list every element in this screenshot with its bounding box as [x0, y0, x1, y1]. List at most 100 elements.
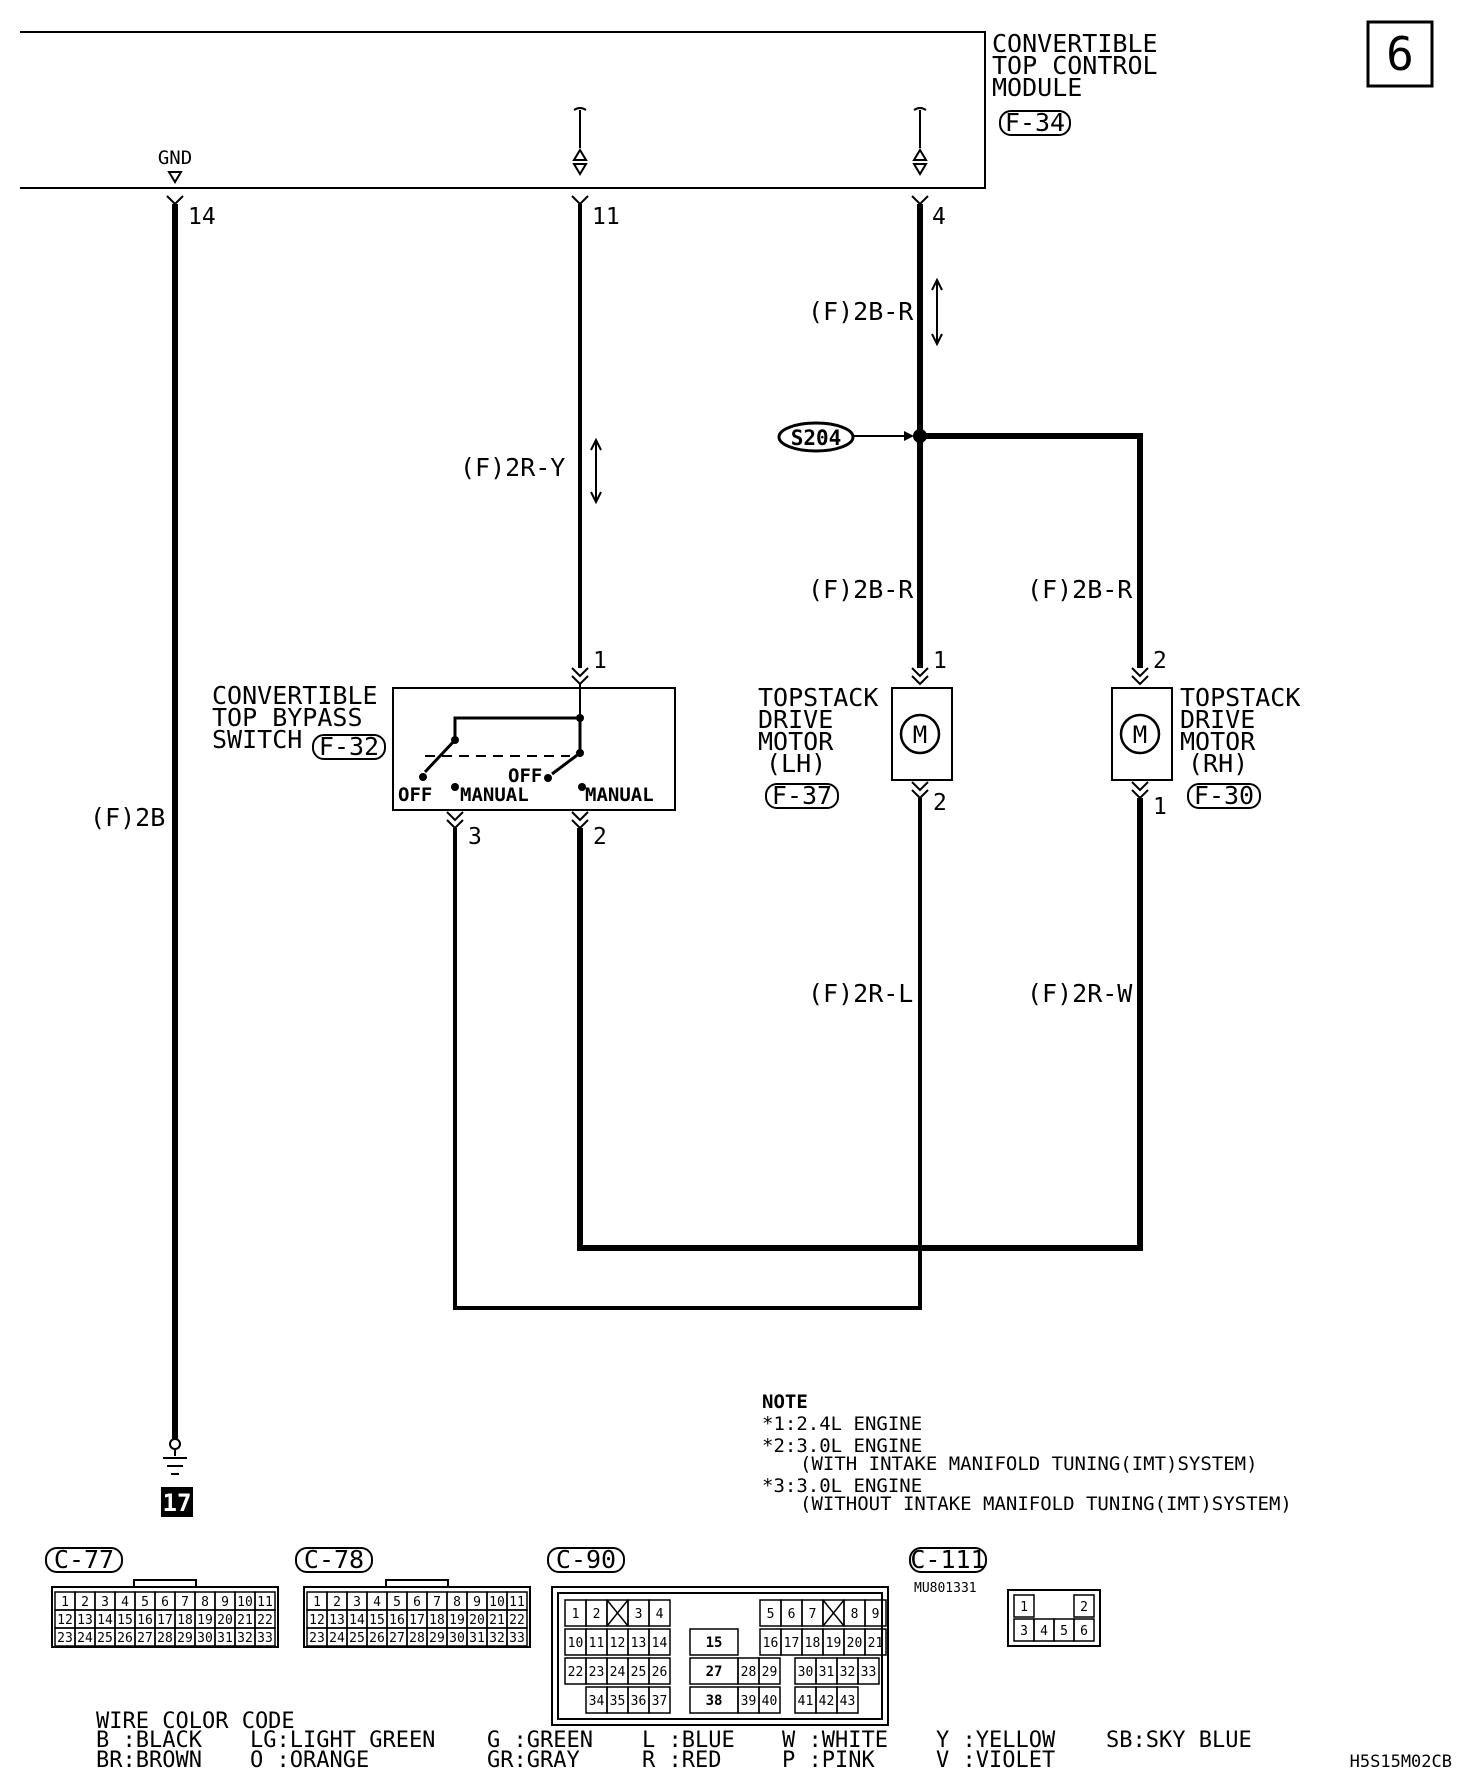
- pin-number: 30: [197, 1631, 213, 1646]
- motor-lh-pin-2: 2: [933, 790, 947, 816]
- motor-rh-title-3: MOTOR: [1180, 727, 1256, 756]
- pin-number: 27: [389, 1631, 405, 1646]
- motor-rh-title-2: DRIVE: [1180, 705, 1255, 734]
- wire-label-2rw: (F)2R-W: [1027, 979, 1133, 1008]
- motor-lh: TOPSTACK DRIVE MOTOR (LH) F-37 M: [758, 667, 953, 810]
- pin-number: 16: [763, 1636, 779, 1651]
- pin-number: 41: [798, 1694, 814, 1709]
- pin-number: 16: [137, 1613, 153, 1628]
- wcc-r1-4: W :WHITE: [782, 1728, 888, 1753]
- wire-label-2rl: (F)2R-L: [808, 979, 913, 1008]
- pin-number: 26: [117, 1631, 133, 1646]
- splice-s204: S204: [777, 421, 927, 453]
- pin-number: 37: [652, 1694, 668, 1709]
- pin-number: 1: [313, 1595, 321, 1610]
- wire-color-code: WIRE COLOR CODE B :BLACK LG:LIGHT GREEN …: [96, 1709, 1252, 1773]
- pin-number: 29: [429, 1631, 445, 1646]
- pin-number: 42: [819, 1694, 835, 1709]
- pin-number: 7: [181, 1595, 189, 1610]
- motor-lh-title-1: TOPSTACK: [758, 683, 878, 712]
- note-line-5: (WITHOUT INTAKE MANIFOLD TUNING(IMT)SYST…: [800, 1493, 1292, 1515]
- pin-number: 6: [161, 1595, 169, 1610]
- pin-number: 13: [329, 1613, 345, 1628]
- pin-number: 3: [353, 1595, 361, 1610]
- pin-number: 14: [652, 1636, 668, 1651]
- pin-cell: [1073, 1618, 1095, 1642]
- pin-number: 20: [217, 1613, 233, 1628]
- pin-number: 9: [473, 1595, 481, 1610]
- pin-cell: [1013, 1594, 1035, 1618]
- wire-label-2br-top: (F)2B-R: [808, 297, 914, 326]
- blank-pin-cross: [822, 1599, 845, 1627]
- pin-number: 3: [1020, 1624, 1028, 1639]
- pin-number: 18: [429, 1613, 445, 1628]
- motor-lh-symbol: M: [913, 721, 927, 749]
- module-connector: F-34: [1005, 108, 1065, 137]
- motor-rh-title-1: TOPSTACK: [1180, 683, 1300, 712]
- motor-rh-connector: F-30: [1194, 781, 1254, 810]
- pin-number: 16: [389, 1613, 405, 1628]
- ground-symbol: [163, 1438, 187, 1475]
- pin-number: 30: [798, 1665, 814, 1680]
- pin-number: 2: [333, 1595, 341, 1610]
- pin-cell: [648, 1686, 671, 1714]
- pin-number: 6: [1080, 1624, 1088, 1639]
- pin-number: 28: [409, 1631, 425, 1646]
- note-title: NOTE: [762, 1391, 808, 1413]
- pin-number: 4: [373, 1595, 381, 1610]
- motor-lh-title-4: (LH): [766, 749, 826, 778]
- pin-number: 2: [81, 1595, 89, 1610]
- pin-number: 2: [593, 1607, 601, 1622]
- pin-number: 12: [57, 1613, 73, 1628]
- ground-number-box: [161, 1487, 193, 1517]
- pin-cell: [758, 1686, 781, 1714]
- pin-number: 9: [872, 1607, 880, 1622]
- pin4-mark: [911, 195, 929, 206]
- pin-number: 11: [509, 1595, 525, 1610]
- switch-off-left: OFF: [398, 784, 432, 806]
- pin-number: 18: [177, 1613, 193, 1628]
- wcc-r1-3: L :BLUE: [642, 1728, 735, 1753]
- wcc-r1-0: B :BLACK: [96, 1728, 203, 1753]
- pin-number: 15: [706, 1635, 723, 1651]
- pin-number: 24: [329, 1631, 345, 1646]
- switch-pin-2: 2: [593, 824, 607, 850]
- wcc-r2-2: GR:GRAY: [487, 1748, 580, 1773]
- pin-number: 7: [809, 1607, 817, 1622]
- pin-number: 12: [309, 1613, 325, 1628]
- pin-number: 8: [851, 1607, 859, 1622]
- pin-number: 27: [137, 1631, 153, 1646]
- pin-number: 10: [237, 1595, 253, 1610]
- switch-title-1: CONVERTIBLE: [212, 681, 378, 710]
- note-line-4: *3:3.0L ENGINE: [762, 1475, 922, 1497]
- pin-number: 9: [221, 1595, 229, 1610]
- wire-label-2br-lh: (F)2B-R: [808, 575, 914, 604]
- pin-cell: [857, 1657, 880, 1685]
- motor-lh-connector: F-37: [772, 781, 832, 810]
- motor-rh-title-4: (RH): [1188, 749, 1248, 778]
- pin-number: 19: [826, 1636, 842, 1651]
- pin-number: 33: [861, 1665, 877, 1680]
- bidir-arrow-2br: [931, 277, 943, 347]
- wcc-r2-4: P :PINK: [782, 1748, 875, 1773]
- pin-number: 3: [635, 1607, 643, 1622]
- pin-number: 32: [840, 1665, 856, 1680]
- pin-number: 6: [413, 1595, 421, 1610]
- pin-number: 23: [309, 1631, 325, 1646]
- switch-pin-1: 1: [593, 648, 607, 674]
- switch-connector-badge: [312, 734, 386, 760]
- pin-number: 13: [77, 1613, 93, 1628]
- wcc-title: WIRE COLOR CODE: [96, 1709, 295, 1734]
- pin-number: 4: [1040, 1624, 1048, 1639]
- switch-manual-right: MANUAL: [585, 784, 654, 806]
- switch-off-right: OFF: [508, 765, 542, 787]
- pin14-mark: [166, 195, 184, 206]
- pin-number: 28: [157, 1631, 173, 1646]
- motor-lh-connector-badge: [765, 783, 839, 809]
- module-title-2: TOP CONTROL: [992, 51, 1158, 80]
- wcc-r1-2: G :GREEN: [487, 1728, 593, 1753]
